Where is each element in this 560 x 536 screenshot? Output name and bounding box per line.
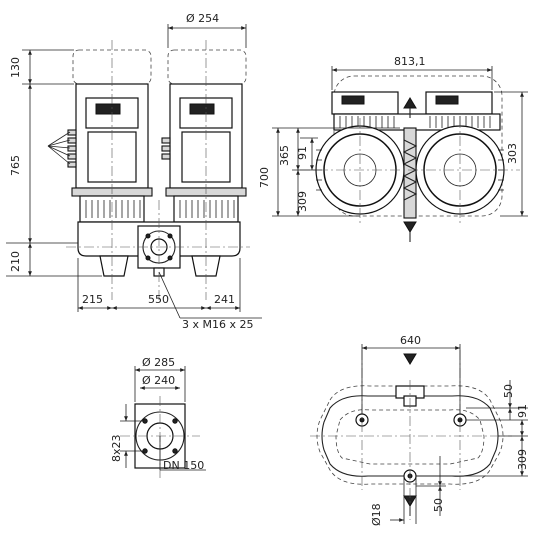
flow-arrow-top — [403, 97, 417, 109]
dim-side-height: 700 — [258, 167, 271, 188]
flange-view: Ø 285 Ø 240 8x23 DN 150 — [110, 356, 206, 478]
dim-flange-inner: Ø 240 — [142, 374, 175, 387]
dim-lower-offset: 309 — [296, 191, 309, 212]
dim-right-offset: 241 — [214, 293, 235, 306]
dim-base-width: 640 — [400, 334, 421, 347]
dim-base-hole: Ø18 — [370, 503, 383, 526]
dim-base-50-bottom: 50 — [432, 498, 445, 512]
dim-motor-diameter: Ø 254 — [186, 12, 219, 25]
base-arrow-top — [403, 353, 417, 365]
dim-center-width: 550 — [148, 293, 169, 306]
flow-arrow-bottom — [403, 221, 417, 233]
dim-base-height: 210 — [9, 251, 22, 272]
left-display — [95, 103, 121, 115]
dim-total-height: 765 — [9, 155, 22, 176]
dim-overall-width: 813,1 — [394, 55, 426, 68]
dim-upper-offset: 365 — [278, 145, 291, 166]
dim-base-91: 91 — [516, 404, 529, 418]
dim-base-50-top: 50 — [502, 384, 515, 398]
dim-flange-holes: 8x23 — [110, 434, 123, 462]
left-foot — [99, 255, 129, 277]
left-fan-hood-outline — [72, 49, 152, 85]
dim-bolts: 3 x M16 x 25 — [182, 318, 254, 331]
right-display — [189, 103, 215, 115]
front-view: Ø 254 130 765 210 215 550 241 3 x M16 x … — [6, 12, 262, 331]
dim-top-height: 130 — [9, 57, 22, 78]
dim-top-view-height: 303 — [506, 143, 519, 164]
dim-flange-dn: DN 150 — [163, 459, 204, 472]
dim-left-offset: 215 — [82, 293, 103, 306]
gland-leaders — [47, 131, 71, 165]
base-outline — [321, 395, 499, 477]
base-plan: 640 50 91 309 Ø18 50 — [310, 334, 529, 526]
dim-small-offset: 91 — [296, 146, 309, 160]
dim-flange-outer: Ø 285 — [142, 356, 175, 369]
dim-base-309: 309 — [516, 449, 529, 470]
right-fan-hood-outline — [167, 49, 247, 85]
top-view: 813,1 303 700 365 91 309 — [258, 55, 528, 242]
left-terminal-box — [85, 97, 139, 129]
